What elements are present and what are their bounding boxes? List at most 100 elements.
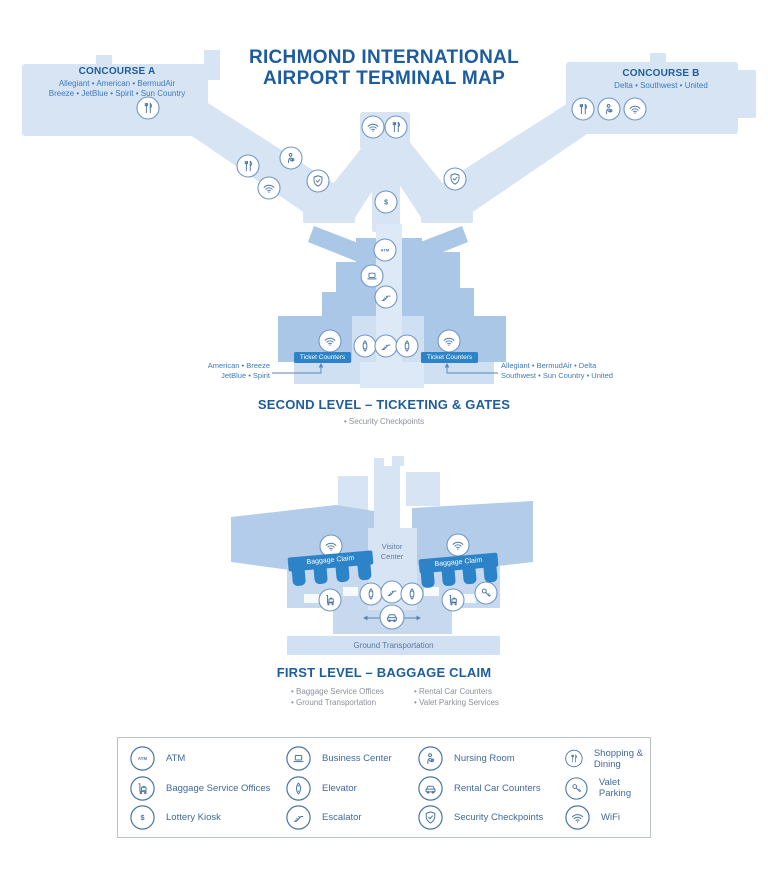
gate-tab <box>374 458 384 468</box>
airline-list-line: Southwest • Sun Country • United <box>501 371 613 380</box>
connector-stem <box>374 466 400 538</box>
valet-key-icon <box>565 777 588 800</box>
wifi-icon <box>623 97 647 121</box>
legend-item-escalator: Escalator <box>286 805 418 830</box>
legend-item-atm: ATM <box>130 746 286 771</box>
nursing-room-icon <box>279 146 303 170</box>
nursing-room-icon <box>597 97 621 121</box>
escalator-icon <box>374 334 398 358</box>
gate-tab <box>253 147 266 160</box>
ticket-counters-banner-left: Ticket Counters <box>294 352 351 363</box>
elevator-icon <box>286 776 311 801</box>
legend-item-baggage-service: Baggage Service Offices <box>130 776 286 801</box>
counter-desk <box>304 594 319 603</box>
concourse-a-pier <box>22 64 208 136</box>
atm-icon <box>130 746 155 771</box>
baggage-claim-label: Baggage Claim <box>306 554 355 567</box>
security-shield-icon <box>443 167 467 191</box>
visitor-center-label: Visitor Center <box>367 542 417 561</box>
ticket-counters-label: Ticket Counters <box>299 354 346 361</box>
ticket-counters-banner-right: Ticket Counters <box>421 352 478 363</box>
baggage-carousel <box>462 567 477 585</box>
ticket-counters-label: Ticket Counters <box>426 354 473 361</box>
security-shield-icon <box>418 805 443 830</box>
legend-label: Elevator <box>322 782 357 794</box>
visitor-center-line: Visitor <box>381 542 403 551</box>
baggage-claim-label: Baggage Claim <box>434 556 483 569</box>
legend-item-lottery-kiosk: Lottery Kiosk <box>130 805 286 830</box>
concourse-b-airlines: Delta • Southwest • United <box>614 81 708 90</box>
note-line: • Valet Parking Services <box>414 697 499 707</box>
legend-label: Security Checkpoints <box>454 812 544 824</box>
note-line: • Ground Transportation <box>291 697 377 707</box>
gate-tab <box>96 55 112 66</box>
first-level-notes-col2: • Rental Car Counters • Valet Parking Se… <box>414 687 499 708</box>
connector-block-right <box>406 472 440 506</box>
atm-icon <box>373 238 397 262</box>
concourse-b-label: CONCOURSE B Delta • Southwest • United <box>572 68 750 91</box>
gate-tab <box>736 70 756 118</box>
legend-label: ATM <box>166 753 186 765</box>
shopping-dining-icon <box>236 154 260 178</box>
baggage-carousel <box>441 569 456 587</box>
baggage-carousel <box>291 569 307 587</box>
ticket-counter-pointers <box>272 363 498 374</box>
legend-item-security: Security Checkpoints <box>418 805 565 830</box>
elevator-icon <box>353 334 377 358</box>
gate-tab <box>204 50 220 80</box>
shopping-dining-icon <box>571 97 595 121</box>
legend-item-elevator: Elevator <box>286 776 418 801</box>
shopping-dining-icon <box>384 115 408 139</box>
baggage-carousel <box>357 563 372 581</box>
baggage-carousel <box>420 571 436 589</box>
concourse-a-label: CONCOURSE A Allegiant • American • Bermu… <box>28 66 206 99</box>
first-level-notes-col1: • Baggage Service Offices • Ground Trans… <box>291 687 384 708</box>
business-center-icon <box>286 746 311 771</box>
legend-label: WiFi <box>601 812 620 824</box>
security-shield-icon <box>306 169 330 193</box>
lottery-dollar-icon <box>374 190 398 214</box>
page-title-line2: AIRPORT TERMINAL MAP <box>262 68 506 89</box>
second-level-note: • Security Checkpoints <box>343 417 425 426</box>
legend-label: Rental Car Counters <box>454 782 541 794</box>
airline-list-line: Allegiant • BermudAir • Delta <box>501 361 597 370</box>
first-level-wing-right <box>412 501 533 571</box>
gate-tab <box>510 147 523 160</box>
legend-label: Lottery Kiosk <box>166 812 221 824</box>
gate-tab <box>231 132 244 145</box>
legend-item-business-center: Business Center <box>286 746 418 771</box>
shopping-dining-icon <box>136 96 160 120</box>
legend-item-rental-car: Rental Car Counters <box>418 776 565 801</box>
rental-car-icon <box>379 604 405 630</box>
wifi-icon <box>565 805 590 830</box>
legend-label: Escalator <box>322 812 362 824</box>
entrance-plaza <box>360 362 424 388</box>
shopping-dining-icon <box>565 750 583 768</box>
legend-label: Nursing Room <box>454 753 515 765</box>
baggage-carousel <box>335 565 350 583</box>
concourse-a-airlines: Breeze • JetBlue • Spirit • Sun Country <box>48 89 186 98</box>
elevator-icon <box>359 582 383 606</box>
counter-desk <box>461 594 476 603</box>
lottery-dollar-icon <box>130 805 155 830</box>
legend-label: Shopping & Dining <box>593 747 643 770</box>
legend-item-nursing-room: Nursing Room <box>418 746 565 771</box>
counter-desk <box>424 587 439 596</box>
note-line: • Rental Car Counters <box>414 687 492 696</box>
terminal-arm-left <box>308 226 366 262</box>
second-level-map <box>22 50 756 232</box>
legend-item-shopping-dining: Shopping & Dining <box>565 746 650 771</box>
wifi-icon <box>446 533 470 557</box>
legend-item-valet-parking: Valet Parking <box>565 776 650 801</box>
gate-tab <box>532 132 545 145</box>
ground-transportation-bar: Ground Transportation <box>287 636 500 655</box>
rental-car-icon <box>418 776 443 801</box>
terminal-block <box>400 252 460 294</box>
second-level-heading: SECOND LEVEL – TICKETING & GATES <box>257 397 511 412</box>
elevator-icon <box>400 582 424 606</box>
legend-label: Valet Parking <box>598 777 632 800</box>
concourse-b-name: CONCOURSE B <box>622 68 700 79</box>
counter-desk <box>343 587 358 596</box>
junction-right <box>421 190 473 223</box>
legend-label: Baggage Service Offices <box>166 782 271 794</box>
